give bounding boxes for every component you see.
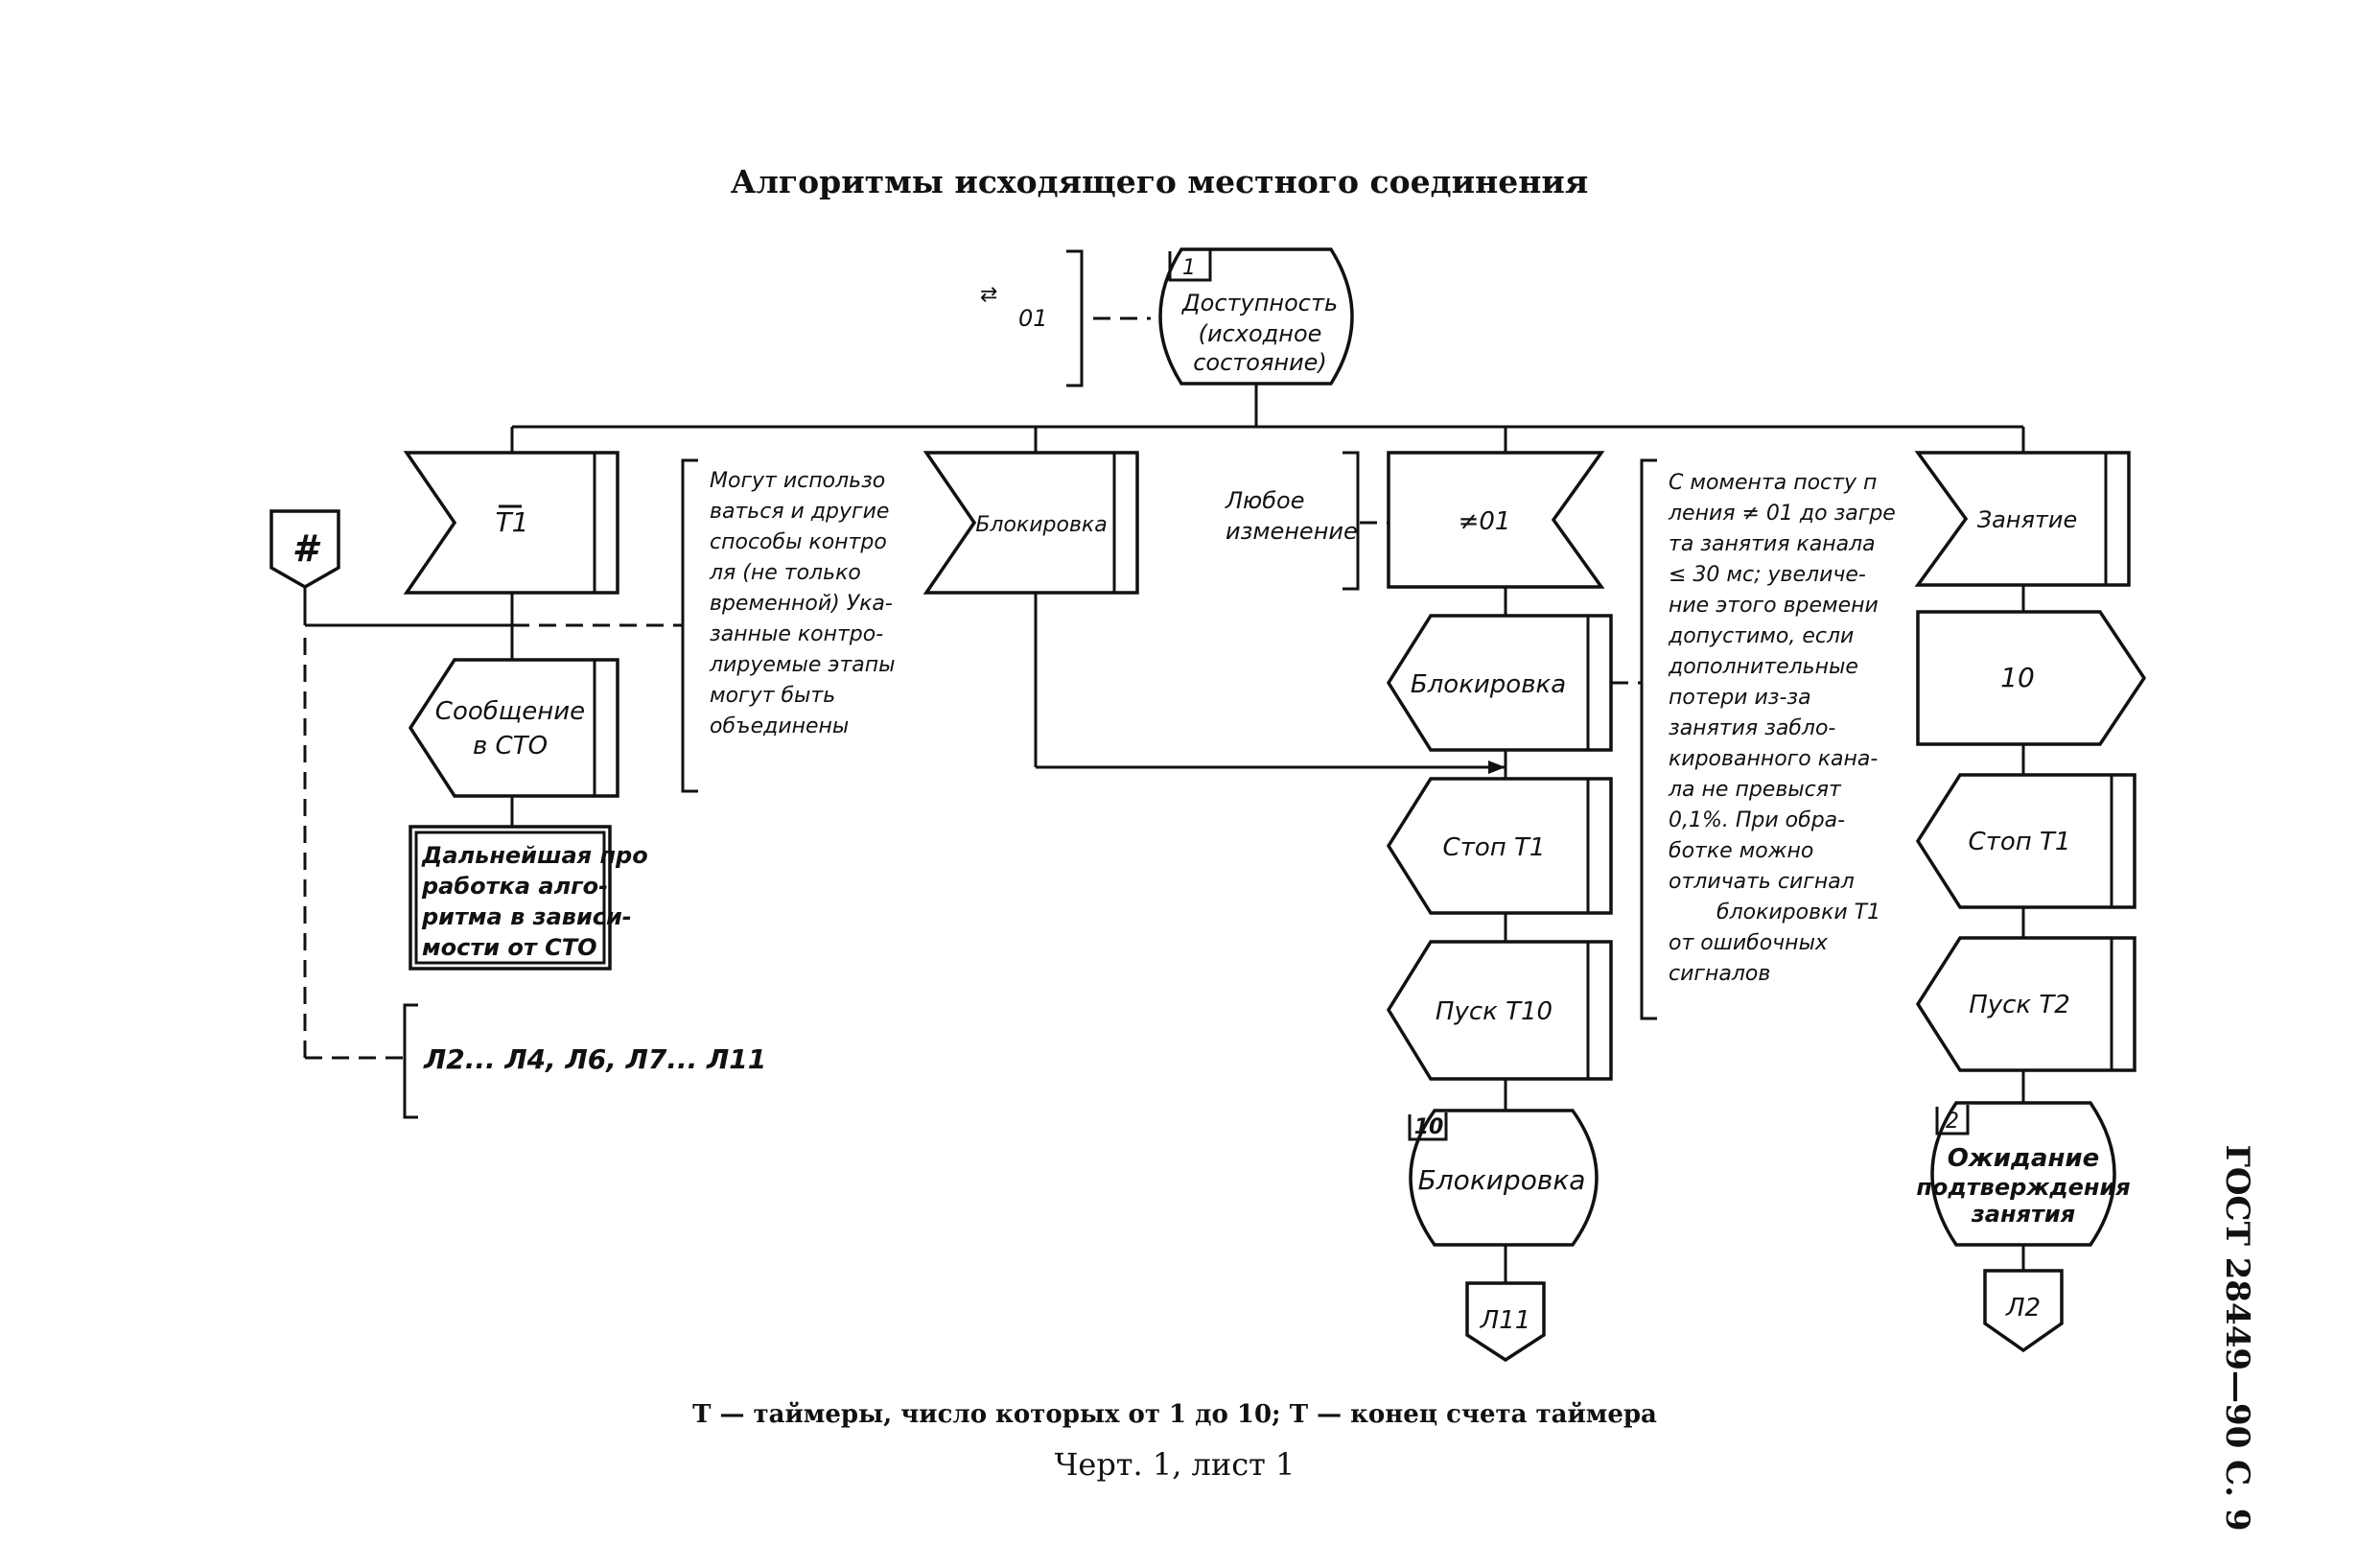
diagram-title: Алгоритмы исходящего местного соединения <box>731 163 1588 200</box>
note-control-line-3: способы контро <box>710 530 887 554</box>
note-control-line-9: объединены <box>710 714 849 738</box>
connector-l2-label: Л2 <box>2005 1294 2041 1322</box>
note-timing: С момента посту п ления ≠ 01 до загре та… <box>1668 471 1896 986</box>
note-timing-line-12: 0,1%. При обра- <box>1669 808 1845 832</box>
state-availability-number: 1 <box>1182 256 1196 280</box>
output-message-line-1: Сообщение <box>435 697 585 726</box>
input-neq01: ≠01 <box>1387 451 1605 589</box>
connector-l11-label: Л11 <box>1480 1306 1531 1335</box>
output-message-sto: Сообщение в СТО <box>408 658 619 798</box>
note-timing-line-13: ботке можно <box>1669 839 1813 863</box>
note-control-line-4: ля (не только <box>709 561 861 585</box>
process-box-line-3: ритма в зависи- <box>421 903 632 930</box>
process-box-line-1: Дальнейшая про <box>421 842 648 869</box>
note-timing-line-9: занятия забло- <box>1669 716 1835 740</box>
note-timing-line-8: потери из-за <box>1669 686 1811 710</box>
state-blocking-number: 10 <box>1414 1115 1444 1139</box>
state-blocking: 10 Блокировка <box>1408 1109 1599 1247</box>
note-any-change-line-2: изменение <box>1226 518 1358 545</box>
state-waiting-line-2: подтверждения <box>1916 1174 2130 1201</box>
note-top-left-value: 01 <box>1018 305 1048 332</box>
note-timing-line-7: дополнительные <box>1668 655 1858 679</box>
note-timing-line-3: та занятия канала <box>1669 532 1876 556</box>
figure-caption: Черт. 1, лист 1 <box>1055 1446 1296 1483</box>
note-timing-line-17: сигналов <box>1669 962 1770 986</box>
connector-l11: Л11 <box>1465 1281 1546 1363</box>
note-control-line-1: Могут использо <box>710 469 885 493</box>
output-blocking: Блокировка <box>1386 614 1613 752</box>
state-waiting: 2 Ожидание подтверждения занятия <box>1916 1101 2131 1247</box>
output-stop-t1-b-label: Стоп T1 <box>1969 828 2071 856</box>
note-timing-line-11: ла не превысят <box>1668 778 1842 802</box>
output-start-t2-label: Пуск T2 <box>1969 991 2070 1019</box>
note-timing-line-1: С момента посту п <box>1669 471 1877 495</box>
input-t1-label: T1 <box>496 506 529 538</box>
note-control-line-5: временной) Ука- <box>710 592 893 616</box>
output-stop-t1-b: Стоп T1 <box>1915 773 2136 909</box>
output-send-10-label: 10 <box>2000 662 2035 693</box>
state-waiting-line-1: Ожидание <box>1948 1144 2100 1173</box>
note-any-change-line-1: Любое <box>1225 487 1305 514</box>
output-start-t2: Пуск T2 <box>1915 936 2136 1072</box>
state-availability-line-3: состояние) <box>1193 349 1327 376</box>
state-availability-line-2: (исходное <box>1199 320 1322 347</box>
note-control-line-6: занные контро- <box>710 622 883 646</box>
note-control-line-7: лируемые этапы <box>709 653 896 677</box>
output-stop-t1-a: Стоп T1 <box>1386 777 1613 915</box>
brackets <box>403 249 1657 1119</box>
connector-l2: Л2 <box>1983 1269 2064 1353</box>
input-busy: Занятие <box>1914 451 2131 587</box>
note-timing-line-14: отличать сигнал <box>1669 870 1855 894</box>
dashed-lines <box>303 316 1642 1060</box>
output-stop-t1-a-label: Стоп T1 <box>1443 833 1546 862</box>
side-label: ГОСТ 28449—90 С. 9 <box>2218 1144 2256 1531</box>
input-blocking: Блокировка <box>922 451 1139 595</box>
note-lines-ref: Л2... Л4, Л6, Л7... Л11 <box>423 1043 766 1075</box>
note-timing-line-15: блокировки T1 <box>1716 901 1880 924</box>
output-start-t10-label: Пуск T10 <box>1436 997 1553 1026</box>
footnote: T — таймеры, число которых от 1 до 10; T… <box>692 1400 1657 1429</box>
note-timing-line-6: допустимо, если <box>1668 624 1854 648</box>
note-top-left-symbol: ⇄ <box>980 283 997 307</box>
note-timing-line-5: ние этого времени <box>1669 594 1879 618</box>
input-neq01-label: ≠01 <box>1459 507 1511 536</box>
input-busy-label: Занятие <box>1977 506 2078 533</box>
output-blocking-label: Блокировка <box>1411 670 1566 699</box>
output-send-10: 10 <box>1916 610 2147 746</box>
note-top-left: ⇄ 01 <box>980 283 1048 332</box>
process-box-line-4: мости от СТО <box>422 934 597 961</box>
input-t1: T1 <box>403 451 619 595</box>
state-waiting-line-3: занятия <box>1971 1201 2075 1228</box>
state-blocking-label: Блокировка <box>1418 1164 1586 1196</box>
note-control: Могут использо ваться и другие способы к… <box>709 469 896 738</box>
input-blocking-label: Блокировка <box>975 513 1107 537</box>
connector-hash: # <box>269 509 340 590</box>
note-timing-line-10: кированного кана- <box>1669 747 1878 771</box>
process-box: Дальнейшая про работка алго- ритма в зав… <box>409 825 648 971</box>
output-message-line-2: в СТО <box>473 732 548 761</box>
state-availability: 1 Доступность (исходное состояние) <box>1158 247 1354 386</box>
note-timing-line-2: ления ≠ 01 до загре <box>1668 502 1896 526</box>
state-availability-line-1: Доступность <box>1181 290 1338 316</box>
connector-hash-label: # <box>292 527 321 570</box>
state-waiting-number: 2 <box>1946 1110 1959 1134</box>
note-timing-line-4: ≤ 30 мс; увеличе- <box>1669 563 1866 587</box>
output-start-t10: Пуск T10 <box>1386 940 1613 1081</box>
note-control-line-8: могут быть <box>710 684 835 708</box>
connecting-lines <box>303 384 2025 1283</box>
note-timing-line-16: от ошибочных <box>1669 931 1829 955</box>
note-control-line-2: ваться и другие <box>710 500 889 524</box>
process-box-line-2: работка алго- <box>421 873 608 900</box>
